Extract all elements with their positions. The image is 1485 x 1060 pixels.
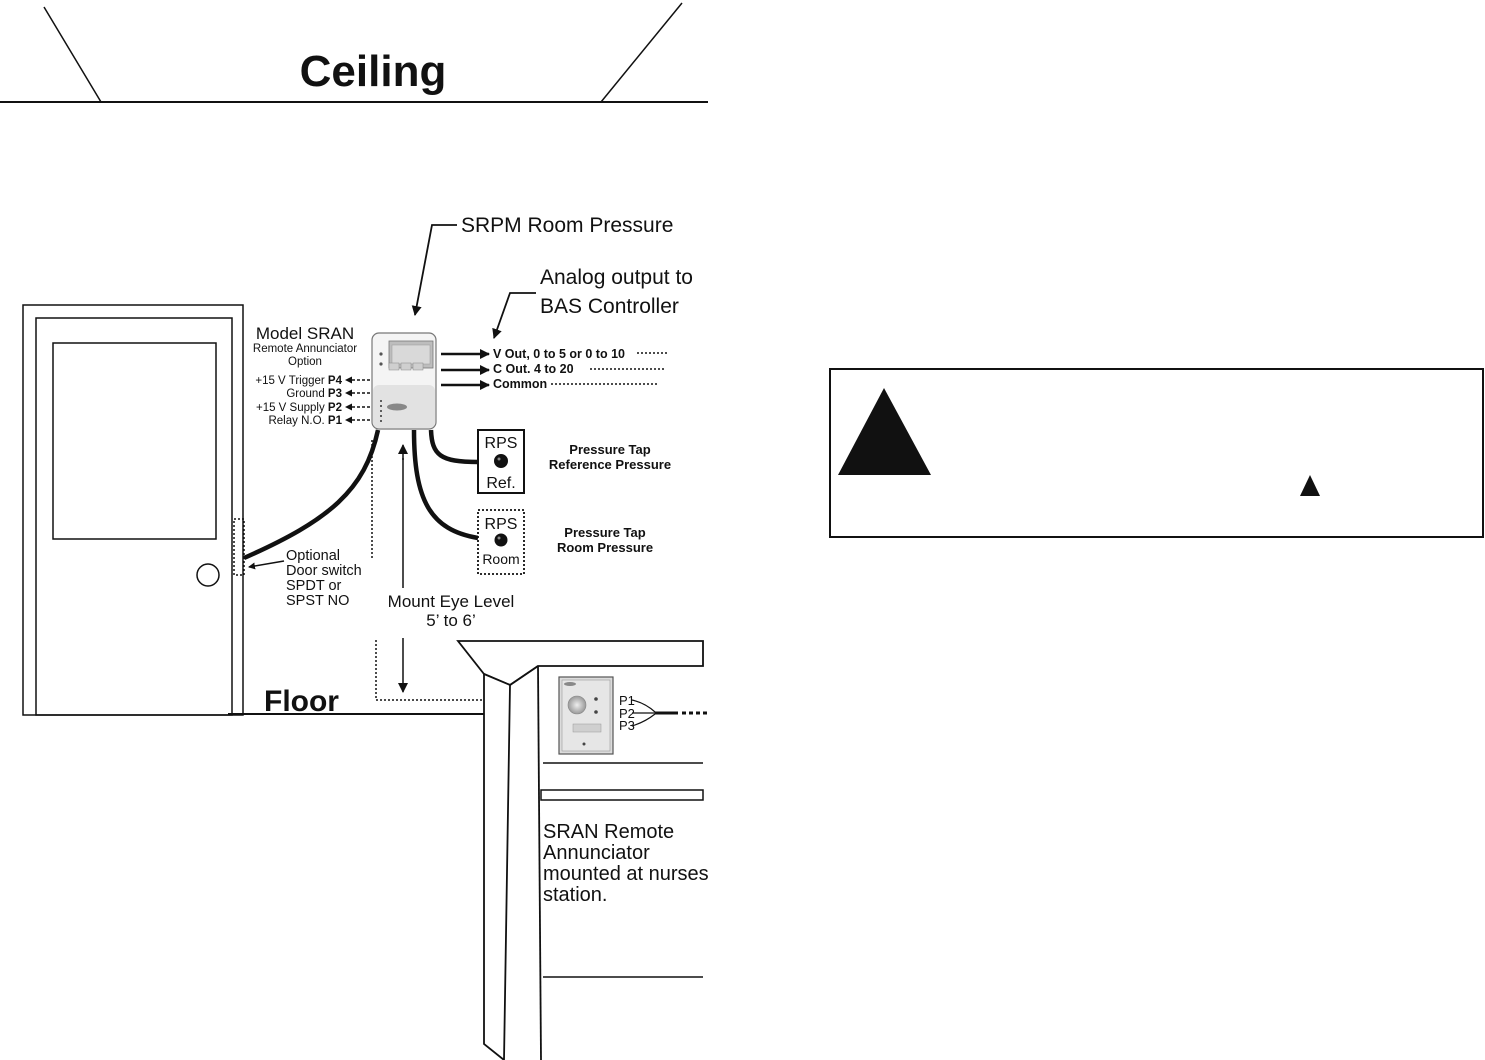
ceiling: Ceiling	[0, 2, 708, 103]
pin-list: +15 V Trigger P4 Ground P3 +15 V Supply …	[255, 375, 370, 427]
tap-room-line2: Room Pressure	[557, 540, 653, 555]
sran-remote-line4: station.	[543, 884, 607, 906]
rps-ref-bottom: Ref.	[486, 475, 515, 492]
pin-p4: +15 V Trigger P4	[255, 375, 342, 387]
analog-output-line1: Analog output to	[540, 266, 693, 289]
sran-annunciator	[558, 676, 614, 755]
small-warning-triangle-icon	[1300, 475, 1320, 496]
mount-level: Mount Eye Level 5’ to 6’	[375, 444, 515, 701]
rps-room-bottom: Room	[482, 551, 519, 567]
annunciator-button	[567, 695, 587, 715]
annunciator-pin-p2: P2	[619, 706, 635, 721]
c-out-label: C Out. 4 to 20	[493, 362, 574, 376]
analog-output-line2: BAS Controller	[540, 295, 679, 318]
setra-logo	[387, 403, 407, 411]
door	[22, 304, 245, 716]
tap-ref-line1: Pressure Tap	[569, 442, 650, 457]
sran-remote-label: SRAN Remote Annunciator mounted at nurse…	[543, 821, 709, 906]
annunciator-pin-p1: P1	[619, 693, 635, 708]
pin-p2: +15 V Supply P2	[256, 402, 342, 414]
mount-line2: 5’ to 6’	[426, 611, 475, 630]
rps-ref: RPS Ref. Pressure Tap Reference Pressure	[477, 429, 671, 494]
rps-room-top: RPS	[485, 516, 518, 533]
door-switch-line3: SPDT or	[286, 578, 342, 594]
pin-p1: Relay N.O. P1	[268, 415, 342, 427]
door-switch-line4: SPST NO	[286, 593, 349, 609]
tap-room-line1: Pressure Tap	[564, 525, 645, 540]
warning-triangle-icon	[838, 388, 931, 475]
analog-callout: Analog output to BAS Controller	[492, 266, 693, 339]
floor-label: Floor	[264, 685, 339, 718]
ceiling-label: Ceiling	[300, 47, 447, 96]
output-lines: V Out, 0 to 5 or 0 to 10 C Out. 4 to 20 …	[441, 347, 669, 391]
model-sran: Model SRAN Remote Annunciator Option	[253, 324, 357, 368]
floor: Floor	[228, 685, 486, 718]
model-sran-line3: Option	[288, 356, 322, 368]
warning-box	[829, 368, 1484, 538]
cables	[243, 429, 479, 561]
sran-remote-line1: SRAN Remote	[543, 821, 674, 843]
annunciator-pin-p3: P3	[619, 718, 635, 733]
door-knob	[196, 563, 220, 587]
door-switch-line2: Door switch	[286, 563, 362, 579]
door-switch-callout: Optional Door switch SPDT or SPST NO	[248, 548, 362, 609]
srpm-label: SRPM Room Pressure	[461, 214, 673, 237]
mount-line1: Mount Eye Level	[388, 592, 515, 611]
model-sran-title: Model SRAN	[256, 324, 354, 343]
rps-room: RPS Room Pressure Tap Room Pressure	[477, 509, 653, 575]
rps-ref-top: RPS	[485, 435, 518, 452]
sran-remote-line2: Annunciator	[543, 842, 650, 864]
tap-ref-line2: Reference Pressure	[549, 457, 671, 472]
sran-pins: P1 P2 P3	[619, 693, 708, 733]
sran-remote-line3: mounted at nurses	[543, 863, 709, 885]
door-switch	[233, 518, 245, 576]
nurses-station	[456, 640, 704, 1060]
srpm-device	[371, 332, 437, 430]
model-sran-line2: Remote Annunciator	[253, 343, 357, 355]
srpm-callout: SRPM Room Pressure	[411, 214, 673, 316]
door-switch-line1: Optional	[286, 548, 340, 564]
common-label: Common	[493, 377, 547, 391]
pin-p3: Ground P3	[286, 388, 342, 400]
v-out-label: V Out, 0 to 5 or 0 to 10	[493, 347, 625, 361]
